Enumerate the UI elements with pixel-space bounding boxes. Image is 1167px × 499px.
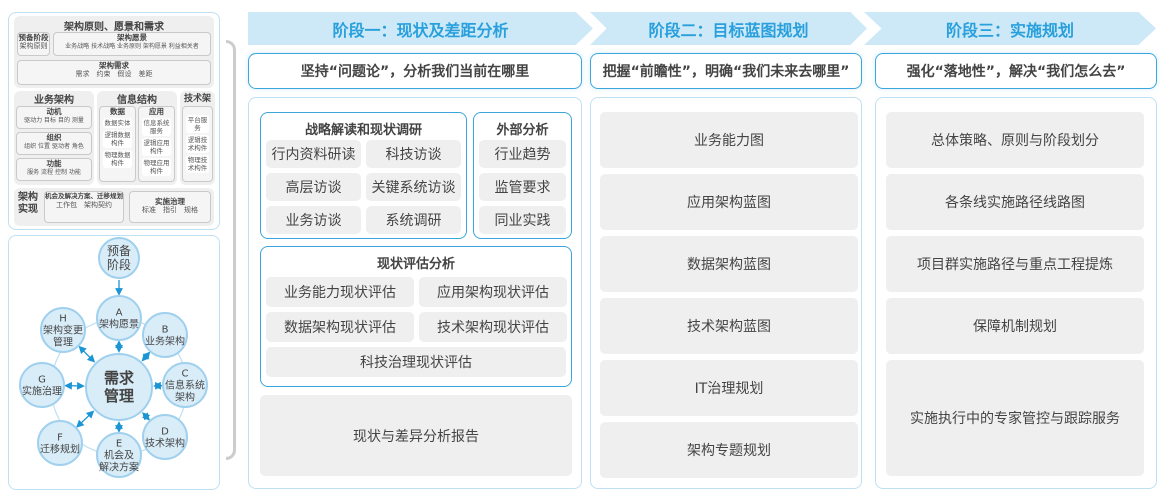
stage-2-header: 阶段二：目标蓝图规划 [590,12,867,45]
svg-text:技术架构: 技术架构 [145,437,185,450]
principles-title: 架构原则、愿景和需求 [64,22,164,33]
svg-text:G: G [38,375,46,386]
cycle-arrow [141,351,151,362]
requirements-management-label: 需求管理 [103,369,134,405]
external-item: 监管要求 [479,173,566,201]
assessment-item: 业务能力现状评估 [266,277,414,307]
info-arch-group: 信息结构 数据 数据实体逻辑数据构件物理数据构件 应用 信息系统服务逻辑应用构件… [97,91,177,185]
research-item: 系统调研 [366,206,461,234]
svg-text:架构变更: 架构变更 [43,324,83,337]
function-box: 功能服务 流程 控制 功能 [16,158,92,181]
prep-box: 预备阶段架构原则 [17,32,50,56]
requirements-management-node [85,353,153,421]
cycle-arrow [141,412,151,421]
svg-text:E: E [116,439,122,450]
governance-box: 实施治理标准 指引 规格 [129,191,211,223]
tech-box: 平台服务逻辑技术构件物理技术构件 [182,106,213,182]
gap-report: 现状与差异分析报告 [260,395,572,476]
assessment-item: 科技治理现状评估 [266,347,566,377]
plan-item: 保障机制规划 [886,298,1144,354]
motivation-box: 动机驱动力 目标 目的 测量 [16,106,92,129]
principles-group: 架构原则、愿景和需求 预备阶段架构原则 架构愿景业务战略 技术战略 业务原则 架… [14,16,214,88]
togaf-content-panel: 架构原则、愿景和需求 预备阶段架构原则 架构愿景业务战略 技术战略 业务原则 架… [8,12,220,230]
research-item: 行内资料研读 [266,140,361,168]
assessment-item: 应用架构现状评估 [419,277,567,307]
organization-box: 组织组织 位置 驱动者 角色 [16,132,92,155]
stage-1-slogan: 坚持“问题论”，分析我们当前在哪里 [248,53,582,89]
blueprint-item: 架构专题规划 [600,422,858,478]
blueprint-item: 应用架构蓝图 [600,174,858,230]
research-item: 高层访谈 [266,173,361,201]
opportunity-box: 机会及解决方案、迁移规划工作包 架构契约 [44,191,124,223]
svg-text:架构愿景: 架构愿景 [99,318,139,331]
svg-text:A: A [116,308,123,319]
blueprint-item: 技术架构蓝图 [600,298,858,354]
app-box: 应用 信息系统服务逻辑应用构件物理应用构件 [138,106,175,182]
info-arch-title: 信息结构 [117,95,157,106]
stage-1-content [248,97,582,489]
svg-text:业务架构: 业务架构 [145,335,185,348]
svg-text:F: F [57,433,63,444]
svg-text:D: D [161,427,169,438]
svg-text:架构: 架构 [175,391,195,404]
stage-3-content [875,97,1157,489]
blueprint-item: IT治理规划 [600,360,858,416]
vision-box: 架构愿景业务战略 技术战略 业务原则 架构愿景 利益相关者 [53,32,211,56]
plan-item: 实施执行中的专家管控与跟踪服务 [886,360,1144,476]
svg-text:H: H [59,314,67,325]
blueprint-item: 数据架构蓝图 [600,236,858,292]
assessment-item: 数据架构现状评估 [266,312,414,342]
implementation-title: 架构实现 [18,192,38,215]
svg-text:B: B [162,325,169,336]
stage-2-content [590,97,862,489]
stage-3-slogan: 强化“落地性”，解决“我们怎么去” [875,53,1157,89]
stage-1-header: 阶段一：现状及差距分析 [248,12,593,45]
preliminary-phase-node [98,237,140,279]
research-item: 关键系统访谈 [366,173,461,201]
assessment-item: 技术架构现状评估 [419,312,567,342]
bracket-divider [226,40,236,460]
svg-text:信息系统: 信息系统 [165,379,205,392]
svg-text:机会及: 机会及 [104,449,134,462]
business-arch-group: 业务架构 动机驱动力 目标 目的 测量 组织组织 位置 驱动者 角色 功能服务 … [14,91,94,185]
data-box: 数据 数据实体逻辑数据构件物理数据构件 [99,106,136,182]
requirements-box: 架构需求需求 约束 假设 差距 [17,60,211,85]
svg-text:解决方案: 解决方案 [99,461,139,474]
svg-text:实施治理: 实施治理 [22,385,62,398]
svg-text:迁移规划: 迁移规划 [40,443,80,456]
plan-item: 项目群实施路径与重点工程提炼 [886,236,1144,292]
svg-text:C: C [182,369,189,380]
external-item: 同业实践 [479,206,566,234]
research-item: 业务访谈 [266,206,361,234]
preliminary-phase-label: 预备阶段 [106,244,131,272]
blueprint-item: 业务能力图 [600,112,858,168]
business-arch-title: 业务架构 [34,95,74,106]
svg-text:管理: 管理 [53,336,73,349]
cycle-arrow [76,410,95,428]
stage-2-slogan: 把握“前瞻性”，明确“我们未来去哪里” [590,53,862,89]
plan-item: 总体策略、原则与阶段划分 [886,112,1144,168]
external-item: 行业趋势 [479,140,566,168]
research-item: 科技访谈 [366,140,461,168]
cycle-arrow [78,345,96,363]
plan-item: 各条线实施路径线路图 [886,174,1144,230]
implementation-group: 架构实现 机会及解决方案、迁移规划工作包 架构契约 实施治理标准 指引 规格 [14,188,214,226]
stage-3-header: 阶段三：实施规划 [864,12,1156,45]
